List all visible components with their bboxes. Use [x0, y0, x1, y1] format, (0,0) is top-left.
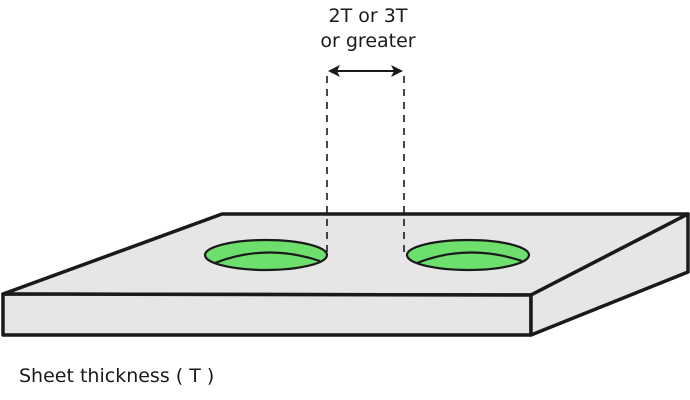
dimension-arrow: [328, 65, 403, 77]
hole-right: [405, 238, 531, 272]
hole-left: [203, 238, 329, 272]
sheet-right-face: [529, 212, 690, 337]
spacing-label-line1: 2T or 3T: [328, 5, 408, 27]
sheet-thickness-label: Sheet thickness ( T ): [19, 365, 215, 387]
sheet-front-face: [1, 292, 533, 337]
spacing-dimension-label: 2T or 3T or greater: [288, 4, 448, 54]
spacing-label-line2: or greater: [320, 30, 416, 52]
